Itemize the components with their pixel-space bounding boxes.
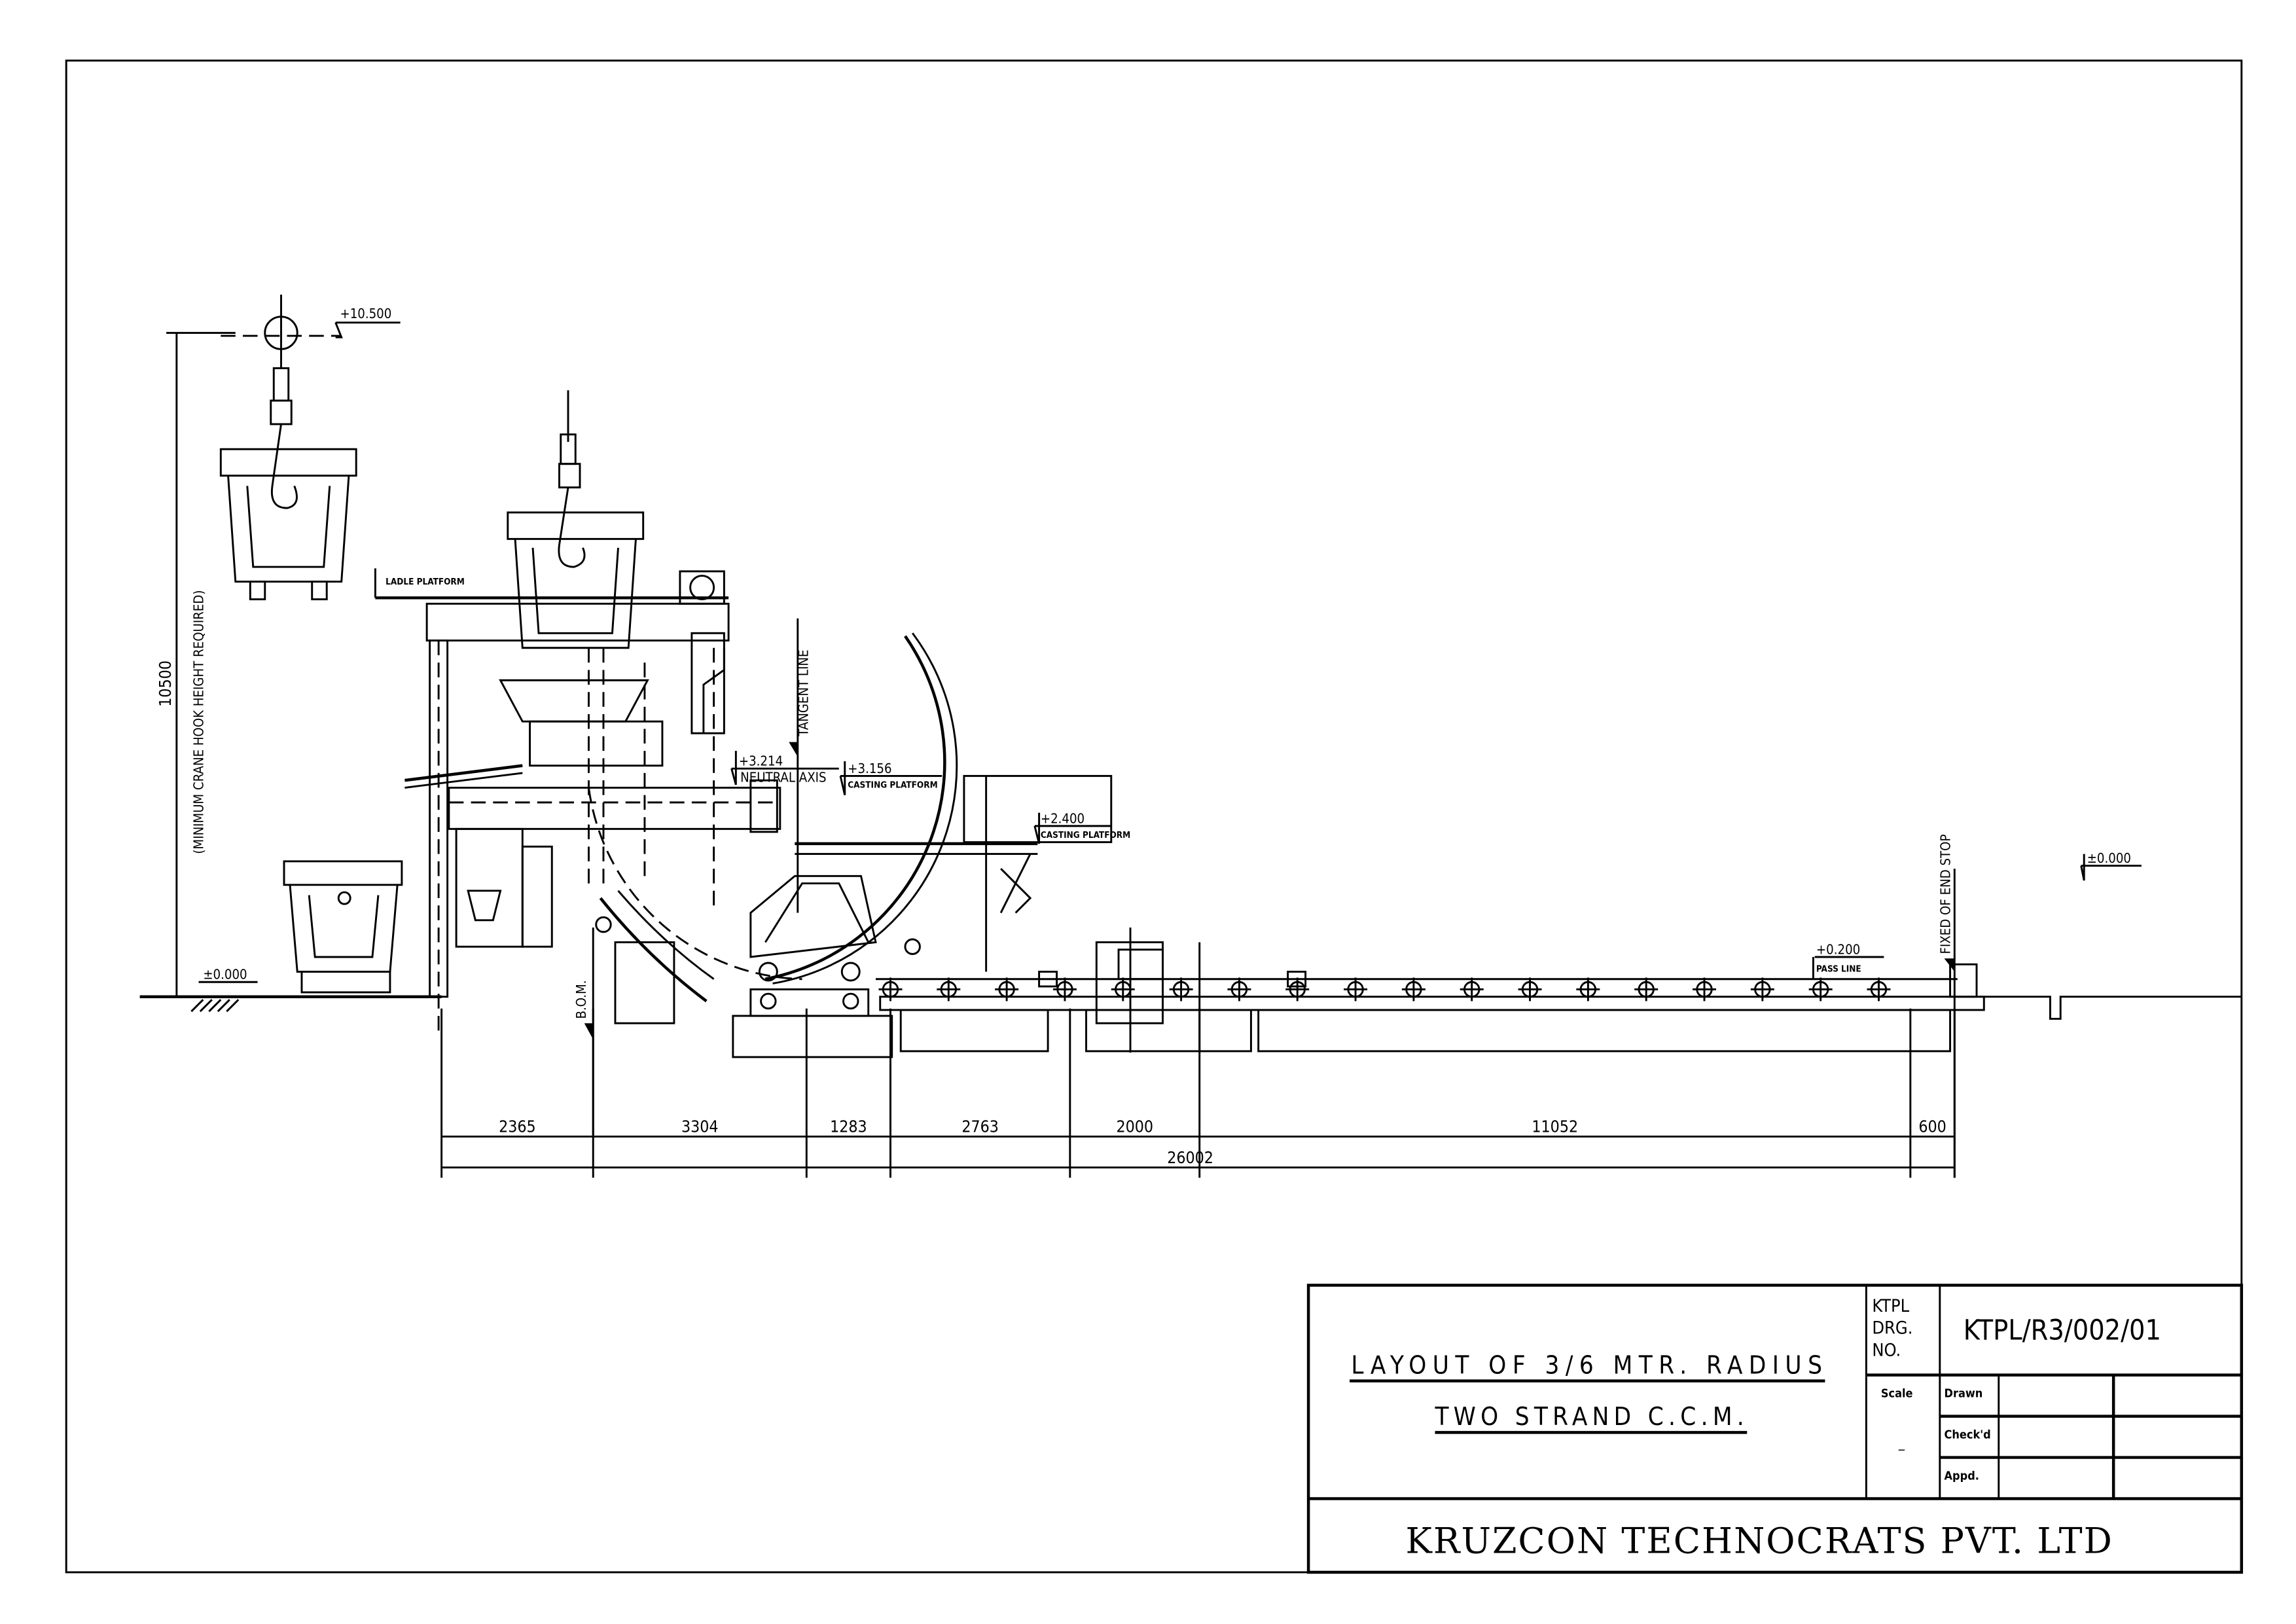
roller-icon (937, 977, 961, 1001)
dimension-label: 2365 (499, 1117, 536, 1136)
ground-left-level-label: ±0.000 (203, 967, 247, 983)
title-block (1306, 1284, 2244, 1574)
drg-label-2: DRG. (1872, 1318, 1912, 1339)
roller-icon (1576, 977, 1600, 1001)
standby-ladle (283, 860, 403, 994)
casting-platform-1-level-label: +3.156 (848, 761, 891, 776)
checked-label: Check'd (1945, 1428, 1991, 1441)
roller-icon (1867, 977, 1891, 1001)
roller-icon (1634, 977, 1659, 1001)
pass-line-level-label: +0.200 (1816, 942, 1860, 958)
roller-icon (1169, 977, 1193, 1001)
casting-platform-2-label: CASTING PLATFORM (1041, 830, 1130, 840)
crane-height-note: (MINIMUM CRANE HOOK HEIGHT REQUIRED) (190, 590, 206, 854)
roller-icon (1693, 977, 1717, 1001)
neutral-axis-level-label: +3.214 (739, 753, 783, 769)
company-name: KRUZCON TECHNOCRATS PVT. LTD (1406, 1521, 2112, 1562)
drawing-border (65, 60, 2243, 1574)
roller-icon (1808, 977, 1833, 1001)
ground-line-right (1979, 996, 2242, 1020)
overall-dimension-label: 26002 (1167, 1148, 1213, 1167)
roller-icon (1344, 977, 1368, 1001)
pass-line-label: PASS LINE (1816, 964, 1861, 974)
neutral-axis-label: NEUTRAL AXIS (740, 769, 827, 785)
roller-icon (878, 977, 903, 1001)
roller-icon (1518, 977, 1542, 1001)
roller-icon (1401, 977, 1426, 1001)
scale-value: _ (1898, 1435, 1905, 1451)
dimension-label: 11052 (1532, 1117, 1578, 1136)
dimension-label: 1283 (830, 1117, 867, 1136)
roller-icon (1285, 977, 1310, 1001)
drawn-label: Drawn (1945, 1386, 1983, 1400)
dimension-chain: 2365 3304 1283 2763 2000 11052 600 (440, 1008, 1956, 1178)
approved-label: Appd. (1945, 1469, 1979, 1483)
roller-icon (1052, 977, 1077, 1001)
crane-height-label: 10500 (156, 660, 175, 707)
casting-platform-1-label: CASTING PLATFORM (848, 780, 937, 790)
ground-hatch (190, 999, 240, 1013)
drg-label-3: NO. (1872, 1340, 1901, 1360)
scale-label: Scale (1881, 1386, 1913, 1400)
dimension-label: 3304 (681, 1117, 719, 1136)
ladle-platform-label: LADLE PLATFORM (386, 577, 465, 587)
dimension-label: 2000 (1116, 1117, 1153, 1136)
ladle-on-turret (507, 390, 645, 649)
dimension-label: 600 (1918, 1117, 1946, 1136)
bom-label: B.O.M. (573, 980, 589, 1019)
hook-level-label: +10.500 (340, 306, 391, 321)
roller-table (875, 869, 1985, 1178)
end-stop-label: FIXED OF END STOP (1938, 835, 1954, 954)
roller-icon (1460, 977, 1484, 1001)
roller-icon (1750, 977, 1774, 1001)
roller-icon (995, 977, 1019, 1001)
ladle-turret-structure (374, 568, 781, 1031)
drg-label-1: KTPL (1872, 1296, 1909, 1316)
crane-ladle (166, 295, 401, 601)
ground-right-level-label: ±0.000 (2087, 850, 2131, 866)
dimension-label: 2763 (961, 1117, 999, 1136)
roller-icon (1227, 977, 1251, 1001)
tangent-line-label: TANGENT LINE (796, 649, 812, 736)
casting-platform-structure (795, 774, 1113, 972)
strand-arc (588, 632, 958, 1058)
drawing-number: KTPL/R3/002/01 (1964, 1314, 2161, 1347)
casting-platform-2-level-label: +2.400 (1041, 810, 1085, 826)
drawing-title-line1: LAYOUT OF 3/6 MTR. RADIUS (1351, 1351, 1822, 1380)
